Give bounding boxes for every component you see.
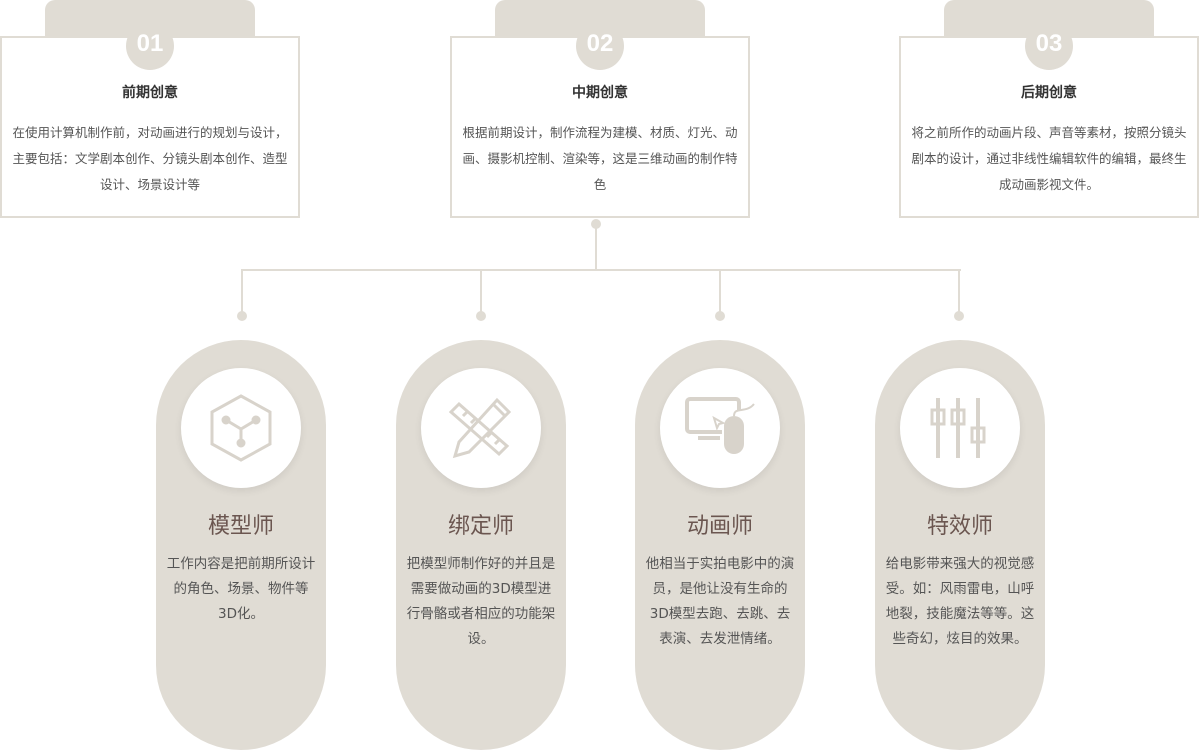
phase-number: 01 [126,22,174,70]
role-title: 绑定师 [447,514,514,539]
connector-line [241,269,961,271]
computer-mouse-icon [660,368,780,488]
phase-title: 中期创意 [572,85,628,101]
connector-line [480,269,482,315]
connector-dot [954,311,964,321]
phase-card-post: 03 后期创意 将之前所作的动画片段、声音等素材，按照分镜头剧本的设计，通过非线… [899,22,1199,218]
connector-line [241,269,243,315]
role-card-vfx: 特效师 给电影带来强大的视觉感受。如：风雨雷电，山呼地裂，技能魔法等等。这些奇幻… [875,340,1045,750]
role-text: 工作内容是把前期所设计的角色、场景、物件等3D化。 [166,556,316,622]
phase-title: 前期创意 [122,85,178,101]
phase-text: 在使用计算机制作前，对动画进行的规划与设计，主要包括：文学剧本创作、分镜头剧本创… [12,125,288,192]
phase-text: 根据前期设计，制作流程为建模、材质、灯光、动画、摄影机控制、渲染等，这是三维动画… [462,125,738,192]
connector-dot [715,311,725,321]
phase-number: 02 [576,22,624,70]
phase-card-pre: 01 前期创意 在使用计算机制作前，对动画进行的规划与设计，主要包括：文学剧本创… [0,22,300,218]
ruler-pencil-icon [421,368,541,488]
role-text: 给电影带来强大的视觉感受。如：风雨雷电，山呼地裂，技能魔法等等。这些奇幻，炫目的… [885,556,1035,647]
cube-icon [181,368,301,488]
connector-dot [237,311,247,321]
phase-title: 后期创意 [1021,85,1077,101]
role-card-animator: 动画师 他相当于实拍电影中的演员，是他让没有生命的3D模型去跑、去跳、去表演、去… [635,340,805,750]
role-title: 模型师 [207,514,274,539]
role-title: 特效师 [926,514,993,539]
connector-dot [476,311,486,321]
sliders-icon [900,368,1020,488]
phase-card-mid: 02 中期创意 根据前期设计，制作流程为建模、材质、灯光、动画、摄影机控制、渲染… [450,22,750,218]
role-title: 动画师 [686,514,753,539]
role-text: 把模型师制作好的并且是需要做动画的3D模型进行骨骼或者相应的功能架设。 [406,556,556,647]
role-text: 他相当于实拍电影中的演员，是他让没有生命的3D模型去跑、去跳、去表演、去发泄情绪… [645,556,795,647]
phase-text: 将之前所作的动画片段、声音等素材，按照分镜头剧本的设计，通过非线性编辑软件的编辑… [911,125,1187,192]
connector-line [595,224,597,270]
phase-number: 03 [1025,22,1073,70]
connector-line [958,269,960,315]
role-card-modeler: 模型师 工作内容是把前期所设计的角色、场景、物件等3D化。 [156,340,326,750]
connector-line [719,269,721,315]
role-card-rigger: 绑定师 把模型师制作好的并且是需要做动画的3D模型进行骨骼或者相应的功能架设。 [396,340,566,750]
